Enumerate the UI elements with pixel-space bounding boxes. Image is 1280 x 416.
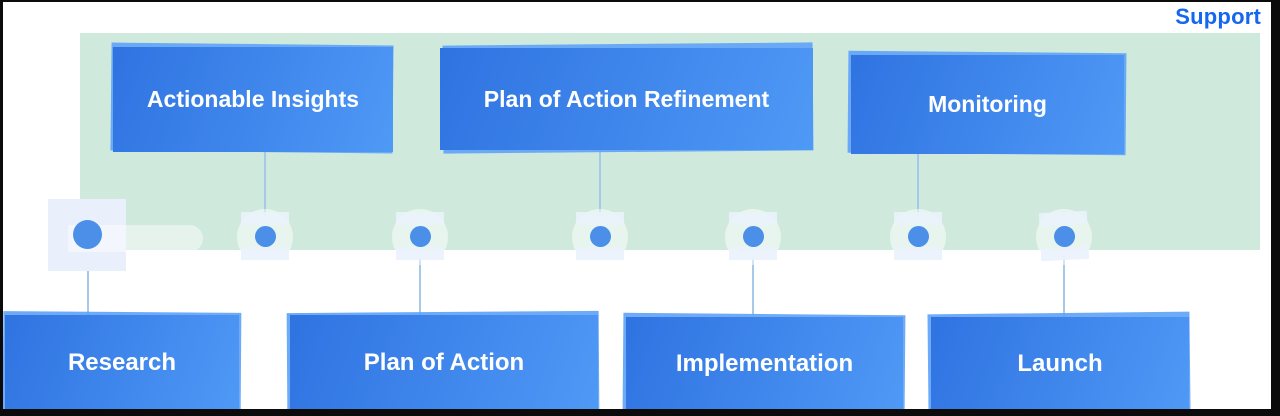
node-band-top: [1038, 210, 1088, 227]
timeline-node-plan-of-action-refinement: [572, 209, 628, 265]
stage-box-plan-of-action: Plan of Action: [290, 315, 598, 409]
stage-label: Implementation: [675, 350, 854, 377]
timeline-node-plan-of-action: [392, 209, 448, 265]
node-band-top: [576, 212, 624, 225]
stage-label: Plan of Action: [363, 349, 525, 376]
stage-label: Actionable Insights: [146, 86, 360, 112]
connector-line: [87, 248, 89, 315]
stage-box-monitoring: Monitoring: [851, 55, 1124, 154]
stage-box-research: Research: [5, 315, 239, 409]
stage-label: Research: [67, 349, 177, 376]
node-dot: [255, 226, 276, 247]
node-band-bottom: [396, 247, 444, 260]
node-dot: [908, 226, 929, 247]
timeline-node-implementation: [725, 209, 781, 265]
connector-line: [752, 258, 754, 315]
stage-box-launch: Launch: [931, 317, 1189, 409]
node-dot: [743, 226, 764, 247]
stage-label: Launch: [1017, 350, 1103, 377]
node-band-top: [894, 212, 942, 225]
connector-line: [1063, 256, 1065, 317]
node-band-bottom: [241, 247, 289, 260]
connector-line: [419, 258, 421, 315]
stage-label: Monitoring: [928, 91, 1047, 117]
timeline-node-monitoring: [890, 209, 946, 265]
node-band-top: [241, 212, 289, 225]
connector-line: [599, 148, 601, 216]
support-link[interactable]: Support: [1175, 4, 1261, 29]
node-band-bottom: [1040, 245, 1090, 262]
node-band-top: [396, 212, 444, 225]
node-band-bottom: [729, 247, 777, 260]
node-band-top: [729, 212, 777, 225]
node-dot: [590, 226, 611, 247]
node-band-bottom: [576, 247, 624, 260]
timeline-node-launch: [1034, 207, 1094, 267]
node-dot: [410, 226, 431, 247]
connector-line: [917, 152, 919, 216]
timeline-node-research: [48, 199, 203, 271]
timeline-node-actionable-insights: [237, 209, 293, 265]
stage-box-plan-of-action-refinement: Plan of Action Refinement: [440, 48, 813, 150]
stage-box-actionable-insights: Actionable Insights: [113, 47, 393, 152]
node-dot: [73, 220, 102, 249]
node-band-bottom: [894, 247, 942, 260]
stage-label: Plan of Action Refinement: [483, 85, 770, 112]
stage-box-implementation: Implementation: [626, 317, 903, 409]
connector-line: [264, 150, 266, 216]
